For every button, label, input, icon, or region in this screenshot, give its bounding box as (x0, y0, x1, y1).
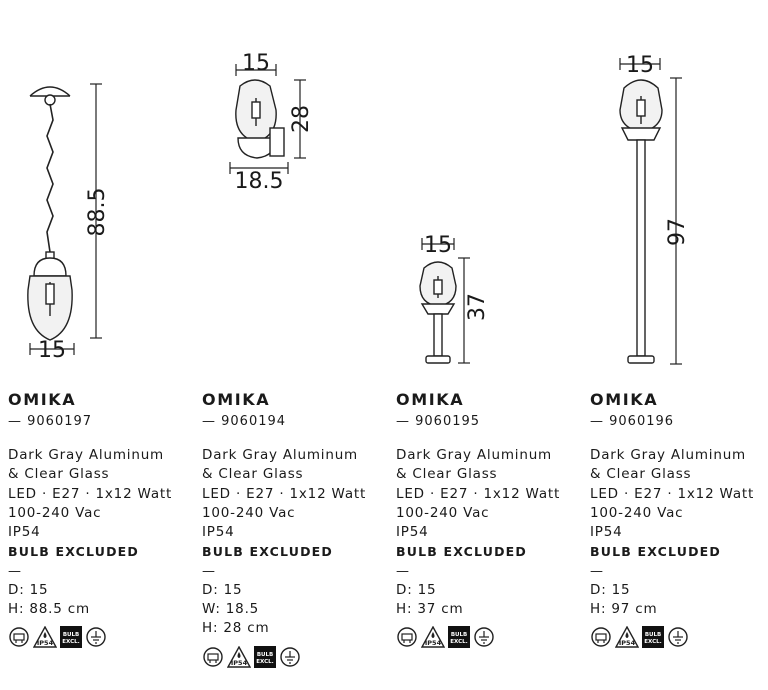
material-line-1: Dark Gray Aluminum (202, 447, 358, 463)
dimension-height: H: 37 cm (396, 601, 464, 618)
voltage-spec: 100-240 Vac (396, 504, 490, 521)
ip-rating: IP54 (202, 524, 235, 541)
product-name: OMIKA (396, 390, 465, 409)
bulb-icon-label-2: EXCL. (62, 639, 79, 645)
dimension-diameter: D: 15 (8, 581, 49, 598)
driver-circle-icon (591, 627, 611, 648)
ip54-icon-label: IP54 (37, 639, 54, 647)
material-line-1: Dark Gray Aluminum (590, 447, 746, 463)
electrical-spec: LED · E27 · 1x12 Watt (396, 485, 561, 502)
ground-symbol-icon (668, 627, 688, 648)
product-code: — 9060195 (396, 414, 481, 429)
separator: — (202, 563, 215, 579)
ip-rating: IP54 (8, 524, 41, 541)
material-line-2: & Clear Glass (202, 466, 304, 483)
bulb-icon-label-2: EXCL. (256, 659, 273, 665)
separator: — (396, 563, 409, 579)
material-line-2: & Clear Glass (8, 466, 110, 483)
ip54-icon-label: IP54 (619, 639, 636, 647)
product-name: OMIKA (8, 390, 77, 409)
bulb-icon-label-1: BULB (63, 632, 79, 638)
ip54-drop-icon: IP54 (421, 626, 445, 649)
wall-lamp-height-label: 28 (289, 105, 314, 133)
product-code: — 9060194 (202, 414, 287, 429)
ground-symbol-icon (474, 627, 494, 648)
ground-symbol-icon (86, 627, 106, 648)
bulb-icon-label-1: BULB (451, 632, 467, 638)
ip-rating: IP54 (396, 524, 429, 541)
wall-lamp-width-label: 15 (242, 51, 270, 76)
product-code: — 9060196 (590, 414, 675, 429)
bulb-icon-label-2: EXCL. (644, 639, 661, 645)
dimension-diameter: D: 15 (396, 581, 437, 598)
ip54-drop-icon: IP54 (227, 645, 251, 668)
bollard-tall-drawing (619, 79, 663, 364)
ip54-icon-label: IP54 (425, 639, 442, 647)
dimension-diameter: D: 15 (590, 581, 631, 598)
product-column-9060197: OMIKA — 9060197 Dark Gray Aluminum & Cle… (8, 388, 188, 649)
electrical-spec: LED · E27 · 1x12 Watt (8, 485, 173, 502)
bulb-note: BULB EXCLUDED (590, 544, 721, 560)
bulb-note: BULB EXCLUDED (8, 544, 139, 560)
driver-circle-icon (203, 646, 223, 667)
bollard-tall-dimension-lines (619, 58, 682, 365)
dimension-height: H: 28 cm (202, 620, 270, 637)
bulb-note: BULB EXCLUDED (202, 544, 333, 560)
product-name: OMIKA (202, 390, 271, 409)
product-column-9060194: OMIKA — 9060194 Dark Gray Aluminum & Cle… (202, 388, 382, 669)
bollard-tall-width-label: 15 (626, 53, 654, 78)
pendant-width-label: 15 (38, 338, 66, 363)
dimension-width: W: 18.5 (202, 601, 260, 618)
wall-lamp-depth-label: 18.5 (235, 169, 284, 194)
material-line-2: & Clear Glass (590, 466, 692, 483)
technical-drawings: 88.5 15 15 28 18.5 15 37 (27, 51, 690, 365)
bulb-icon-label-1: BULB (257, 652, 273, 658)
product-column-9060195: OMIKA — 9060195 Dark Gray Aluminum & Cle… (396, 388, 576, 649)
dimension-height: H: 97 cm (590, 601, 658, 618)
bollard-tall-height-label: 97 (665, 218, 690, 246)
bollard-short-drawing (419, 261, 457, 364)
product-name: OMIKA (590, 390, 659, 409)
separator: — (8, 563, 21, 579)
bollard-short-dimension-lines (421, 238, 470, 364)
material-line-1: Dark Gray Aluminum (8, 447, 164, 463)
bulb-icon-label-2: EXCL. (450, 639, 467, 645)
pendant-height-label: 88.5 (85, 188, 110, 237)
bollard-short-height-label: 37 (465, 293, 490, 321)
voltage-spec: 100-240 Vac (8, 504, 102, 521)
ip54-drop-icon: IP54 (33, 626, 57, 649)
wall-lamp-dimension-lines (229, 64, 306, 174)
bollard-short-width-label: 15 (424, 233, 452, 258)
electrical-spec: LED · E27 · 1x12 Watt (590, 485, 755, 502)
electrical-spec: LED · E27 · 1x12 Watt (202, 485, 367, 502)
pendant-lamp-drawing (27, 86, 73, 341)
dimension-height: H: 88.5 cm (8, 601, 90, 618)
material-line-2: & Clear Glass (396, 466, 498, 483)
bulb-note: BULB EXCLUDED (396, 544, 527, 560)
driver-circle-icon (9, 627, 29, 648)
ground-symbol-icon (280, 646, 300, 667)
driver-circle-icon (397, 627, 417, 648)
voltage-spec: 100-240 Vac (590, 504, 684, 521)
ip-rating: IP54 (590, 524, 623, 541)
ip54-icon-label: IP54 (231, 659, 248, 667)
product-code: — 9060197 (8, 414, 93, 429)
separator: — (590, 563, 603, 579)
bulb-icon-label-1: BULB (645, 632, 661, 638)
product-column-9060196: OMIKA — 9060196 Dark Gray Aluminum & Cle… (590, 388, 768, 649)
material-line-1: Dark Gray Aluminum (396, 447, 552, 463)
voltage-spec: 100-240 Vac (202, 504, 296, 521)
dimension-diameter: D: 15 (202, 581, 243, 598)
pendant-dimension-lines (29, 83, 102, 355)
ip54-drop-icon: IP54 (615, 626, 639, 649)
wall-lamp-drawing (235, 79, 285, 159)
